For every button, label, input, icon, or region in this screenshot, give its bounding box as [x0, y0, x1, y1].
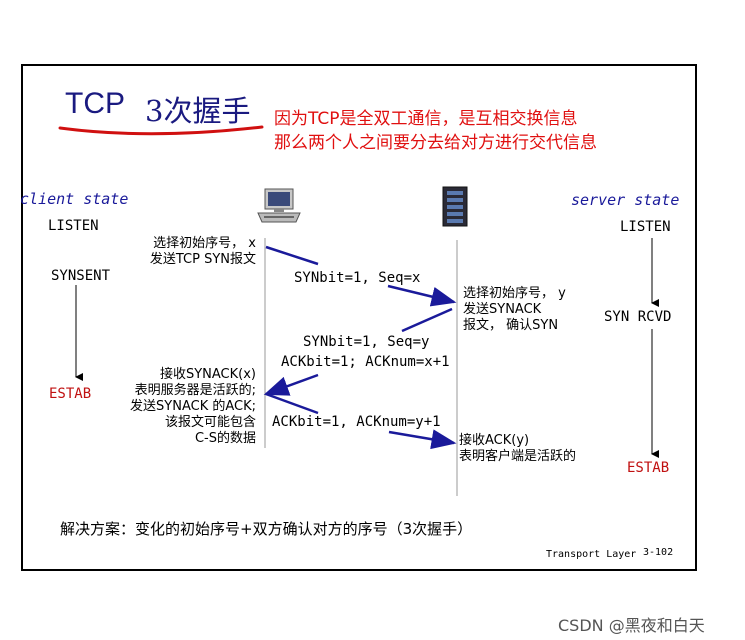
title-underline	[58, 125, 264, 136]
client-state-listen: LISTEN	[48, 218, 99, 234]
server-rack-icon	[442, 186, 468, 227]
client-action-2-line-2: 表明服务器是活跃的;	[134, 383, 256, 398]
server-action-1-line-3: 报文， 确认SYN	[463, 318, 559, 333]
msg-syn: SYNbit=1, Seq=x	[294, 270, 421, 286]
server-action-1-line-2: 发送SYNACK	[463, 302, 542, 317]
server-state-syn-rcvd: SYN RCVD	[604, 309, 672, 325]
msg-ack: ACKbit=1, ACKnum=y+1	[272, 414, 441, 430]
client-action-1: 选择初始序号， x 发送TCP SYN报文	[150, 236, 256, 268]
footer-label: Transport Layer	[546, 549, 637, 560]
client-action-2-line-4: 该报文可能包含	[164, 415, 256, 430]
client-action-2-line-5: C-S的数据	[194, 431, 256, 446]
note-line-1: 因为TCP是全双工通信，是互相交换信息	[274, 109, 578, 129]
arrow-syn-2	[387, 284, 457, 307]
arrow-ack-2	[388, 429, 457, 450]
server-action-2: 接收ACK(y) 表明客户端是活跃的	[459, 433, 576, 465]
server-state-estab: ESTAB	[627, 460, 670, 476]
client-state-header: client state	[20, 190, 129, 208]
client-action-1-line-2: 发送TCP SYN报文	[149, 252, 256, 267]
arrow-synack-2	[263, 373, 319, 396]
server-action-1: 选择初始序号， y 发送SYNACK 报文， 确认SYN	[463, 286, 566, 334]
csdn-watermark: CSDN @黑夜和白天	[558, 616, 705, 635]
note-line-2: 那么两个人之间要分去给对方进行交代信息	[274, 133, 597, 153]
server-state-listen: LISTEN	[620, 219, 671, 235]
client-state-estab: ESTAB	[49, 386, 92, 402]
arrow-syn-1	[265, 245, 319, 266]
desktop-computer-icon	[257, 188, 301, 223]
client-action-1-line-1: 选择初始序号， x	[153, 236, 256, 251]
title-tcp: TCP	[65, 87, 125, 120]
client-action-2-line-1: 接收SYNACK(x)	[159, 367, 256, 382]
arrow-synack-1	[401, 307, 453, 333]
client-action-2-line-3: 发送SYNACK 的ACK;	[130, 399, 256, 414]
title-handshake: 3次握手	[145, 94, 251, 128]
server-action-2-line-1: 接收ACK(y)	[459, 433, 530, 448]
client-action-2: 接收SYNACK(x) 表明服务器是活跃的; 发送SYNACK 的ACK; 该报…	[130, 367, 256, 447]
client-state-synsent: SYNSENT	[51, 268, 111, 284]
arrow-ack-1	[265, 392, 319, 415]
slide-frame	[21, 64, 697, 571]
msg-synack-line-1: SYNbit=1, Seq=y	[303, 334, 430, 350]
server-action-2-line-2: 表明客户端是活跃的	[459, 449, 577, 464]
msg-synack-line-2: ACKbit=1; ACKnum=x+1	[281, 354, 450, 370]
server-state-header: server state	[571, 191, 680, 209]
footer-page-number: 3-102	[643, 547, 674, 558]
conclusion-text: 解决方案：变化的初始序号+双方确认对方的序号（3次握手）	[60, 520, 473, 538]
server-action-1-line-1: 选择初始序号， y	[463, 286, 566, 301]
